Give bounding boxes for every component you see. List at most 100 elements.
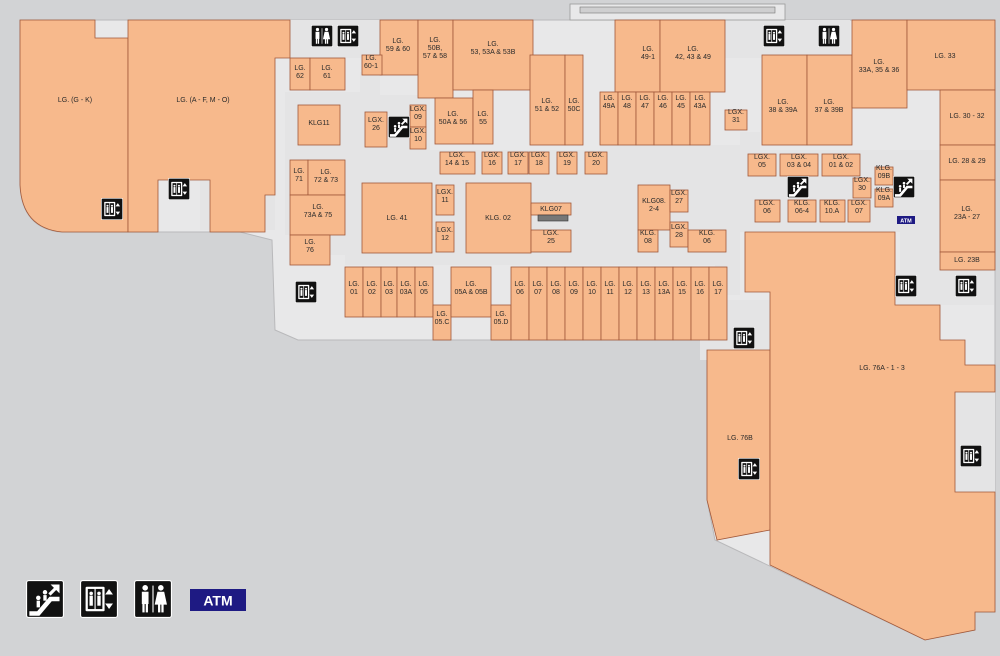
unit-lgx-07[interactable] bbox=[847, 199, 871, 223]
unit-lgx-31[interactable] bbox=[724, 109, 748, 131]
escalator-icon[interactable] bbox=[388, 116, 410, 138]
unit-klg11[interactable] bbox=[297, 104, 341, 146]
unit-lg-37[interactable] bbox=[806, 54, 853, 146]
unit-lgx-06[interactable] bbox=[754, 199, 781, 223]
unit-lgx-18[interactable] bbox=[528, 151, 550, 175]
unit-label-lg-59-60: LG.59 & 60 bbox=[386, 38, 410, 53]
unit-lg-05a[interactable] bbox=[450, 266, 492, 318]
unit-label-lgx-03: LGX.03 & 04 bbox=[787, 154, 811, 169]
unit-label-lg-08: LG.08 bbox=[550, 281, 561, 296]
unit-lgx-10[interactable] bbox=[409, 126, 427, 150]
corridor-east-lift bbox=[955, 392, 995, 492]
unit-lg-59-60[interactable] bbox=[379, 19, 419, 76]
unit-lg-g-k[interactable] bbox=[19, 19, 129, 233]
unit-lgx-11[interactable] bbox=[435, 184, 455, 216]
unit-lg-17[interactable] bbox=[708, 266, 728, 341]
unit-label-lgx-27: LGX.27 bbox=[671, 190, 687, 205]
unit-lgx-19[interactable] bbox=[556, 151, 578, 175]
atm-badge: ATM bbox=[897, 216, 915, 225]
unit-lg-13a[interactable] bbox=[654, 266, 674, 341]
unit-lg-50b[interactable] bbox=[417, 19, 454, 99]
unit-lg-30[interactable] bbox=[939, 89, 996, 146]
unit-lgx-01[interactable] bbox=[821, 153, 861, 177]
unit-klg-10a[interactable] bbox=[819, 199, 846, 223]
unit-lg-61[interactable] bbox=[309, 57, 346, 91]
unit-lg-05[interactable] bbox=[414, 266, 434, 318]
unit-klg-06-4[interactable] bbox=[787, 199, 817, 223]
unit-label-lg-05a: LG.05A & 05B bbox=[454, 281, 487, 296]
unit-lg-10[interactable] bbox=[582, 266, 602, 341]
unit-label-lgx-06: LGX.06 bbox=[759, 200, 775, 215]
unit-lg-23b[interactable] bbox=[939, 251, 996, 271]
unit-lg-12[interactable] bbox=[618, 266, 638, 341]
unit-lg-07[interactable] bbox=[528, 266, 548, 341]
unit-lgx-20[interactable] bbox=[584, 151, 608, 175]
unit-lg-73a[interactable] bbox=[289, 194, 346, 236]
unit-lg-50a[interactable] bbox=[434, 97, 474, 145]
unit-label-lg-37: LG.37 & 39B bbox=[815, 99, 844, 114]
unit-lg-08[interactable] bbox=[546, 266, 566, 341]
unit-klg-08[interactable] bbox=[637, 229, 659, 253]
unit-klg-09a[interactable] bbox=[874, 188, 894, 208]
unit-lg-50c[interactable] bbox=[564, 54, 584, 146]
unit-lg-09[interactable] bbox=[564, 266, 584, 341]
unit-label-lg-g-k: LG. (G - K) bbox=[58, 97, 92, 104]
lift-icon bbox=[168, 178, 190, 200]
unit-klg-09b[interactable] bbox=[874, 166, 894, 186]
unit-lg-41[interactable] bbox=[361, 182, 433, 254]
unit-lgx-26[interactable] bbox=[364, 111, 388, 148]
unit-lgx-12[interactable] bbox=[435, 221, 455, 253]
unit-lg-55[interactable] bbox=[472, 89, 494, 145]
unit-lg-53[interactable] bbox=[452, 19, 534, 91]
unit-label-lg-76a: LG. 76A - 1 - 3 bbox=[859, 365, 905, 372]
unit-label-lg-48: LG.48 bbox=[621, 95, 632, 110]
unit-lgx-27[interactable] bbox=[669, 189, 689, 213]
unit-lg-06[interactable] bbox=[510, 266, 530, 341]
unit-lg-05c[interactable] bbox=[432, 304, 452, 341]
unit-lgx-30[interactable] bbox=[852, 177, 872, 199]
unit-lg-43a[interactable] bbox=[689, 91, 711, 146]
unit-label-lg-49-1: LG.49-1 bbox=[641, 46, 655, 61]
unit-lg-60-1[interactable] bbox=[361, 54, 383, 76]
unit-lg-11[interactable] bbox=[600, 266, 620, 341]
unit-label-lg-46: LG.46 bbox=[657, 95, 668, 110]
unit-klg-06[interactable] bbox=[687, 229, 727, 253]
toilet-icon bbox=[818, 25, 840, 47]
unit-lg-33a[interactable] bbox=[851, 19, 908, 109]
unit-lg-49-1[interactable] bbox=[614, 19, 661, 93]
unit-label-lgx-12: LGX.12 bbox=[437, 227, 453, 242]
unit-label-klg11: KLG11 bbox=[308, 120, 329, 127]
unit-label-lg-09: LG.09 bbox=[568, 281, 579, 296]
lift-icon bbox=[80, 580, 118, 618]
escalator-icon[interactable] bbox=[787, 176, 809, 198]
unit-lg-23a[interactable] bbox=[939, 179, 996, 253]
unit-lg-15[interactable] bbox=[672, 266, 692, 341]
unit-label-lgx-31: LGX.31 bbox=[728, 109, 744, 124]
lift-icon bbox=[955, 275, 977, 297]
unit-label-klg-06: KLG.06 bbox=[699, 230, 715, 245]
unit-klg-02[interactable] bbox=[465, 182, 532, 254]
unit-label-lg-23b: LG. 23B bbox=[954, 257, 980, 264]
unit-lgx-16[interactable] bbox=[481, 151, 503, 175]
unit-lgx-03[interactable] bbox=[779, 153, 819, 177]
unit-label-lg-76b: LG. 76B bbox=[727, 435, 753, 442]
unit-lg-76a[interactable] bbox=[744, 231, 996, 641]
lift-icon bbox=[733, 327, 755, 349]
unit-lgx-05[interactable] bbox=[747, 153, 777, 177]
unit-lg-72[interactable] bbox=[307, 159, 346, 196]
unit-lg-76b[interactable] bbox=[706, 349, 771, 541]
unit-lg-42[interactable] bbox=[659, 19, 726, 93]
unit-lgx-17[interactable] bbox=[507, 151, 529, 175]
unit-lg-16[interactable] bbox=[690, 266, 710, 341]
escalator-icon[interactable] bbox=[893, 176, 915, 198]
unit-label-lg-53: LG.53, 53A & 53B bbox=[471, 41, 516, 56]
unit-label-lgx-09: LGX.09 bbox=[410, 106, 426, 121]
unit-lg-13[interactable] bbox=[636, 266, 656, 341]
unit-lg-76[interactable] bbox=[289, 234, 331, 266]
unit-label-lg-55: LG.55 bbox=[477, 111, 488, 126]
unit-label-lg-16: LG.16 bbox=[694, 281, 705, 296]
unit-lgx-25[interactable] bbox=[530, 229, 572, 253]
loading-dock-bar bbox=[579, 6, 776, 14]
unit-lg-28[interactable] bbox=[939, 144, 996, 181]
unit-lgx-14[interactable] bbox=[439, 151, 476, 175]
